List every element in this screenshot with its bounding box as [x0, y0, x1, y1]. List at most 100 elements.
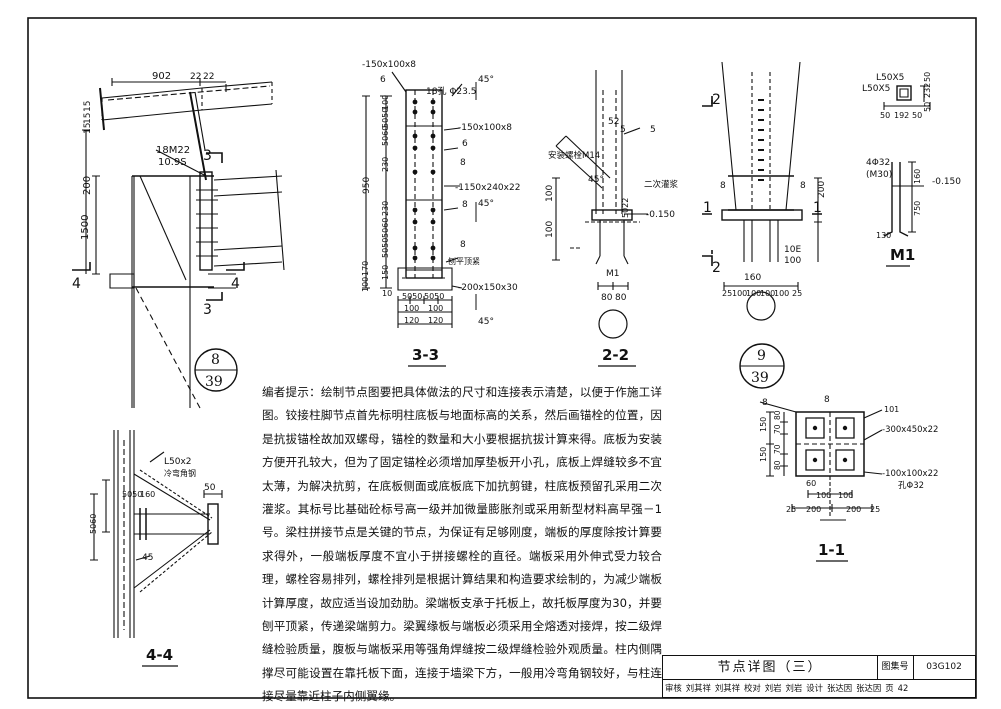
s33-weld-1: 6: [380, 75, 386, 85]
s11-dim-70b: 70: [773, 444, 782, 454]
elev-sec-4-left: 4: [72, 276, 81, 292]
s11-dim-150a: 150: [759, 417, 768, 432]
atlas-label: 图集号: [877, 656, 914, 679]
page-number: 42: [897, 683, 909, 693]
m1-dim-50b: 50: [923, 102, 932, 112]
elev-dim-22b: 22: [203, 72, 214, 82]
s11-dim-25a: 25: [786, 505, 796, 514]
section-3-3-bolts: [412, 99, 436, 261]
section-2-2: [552, 70, 648, 339]
s33-row-1: 5050: [381, 108, 390, 128]
base-sec-2-top: 2: [712, 92, 721, 108]
base-dim-100d: 100: [774, 289, 789, 298]
s33-end-plate: -1150x240x22: [455, 183, 520, 193]
s33-row-12: 170: [361, 261, 370, 276]
s22-title: 2-2: [602, 346, 629, 364]
m1-dim-232: 232: [923, 83, 932, 98]
m1-elev: -0.150: [932, 177, 961, 187]
signoff-design-sign: 张达因: [856, 683, 882, 693]
s11-dim-200a: 200: [806, 505, 821, 514]
s33-plate-mid: -150x100x8: [458, 123, 512, 133]
editor-note: 编者提示：绘制节点图要把具体做法的尺寸和连接表示清楚，以便于作施工详图。铰接柱脚…: [262, 385, 662, 704]
page-label: 页: [885, 683, 894, 693]
signoff-design-name: 张达因: [827, 683, 853, 693]
s33-title: 3-3: [412, 346, 439, 364]
drawing-title: 节点详图（三）: [663, 656, 878, 679]
s44-angle-spec: L50x2: [164, 457, 192, 467]
signoff-check-sign: 刘岩: [785, 683, 803, 693]
base-weld-2: 8: [800, 181, 806, 191]
atlas-number: 03G102: [926, 662, 962, 672]
signoff-review-label: 审核: [665, 683, 682, 693]
elev-bubble-top: 8: [211, 352, 220, 368]
s22-dim-52: 52: [608, 117, 619, 127]
elev-dim-1500: 1500: [80, 215, 91, 240]
elev-dim-15b: 15: [83, 113, 93, 124]
base-dim-100c: 100: [760, 289, 775, 298]
signoff-check-label: 校对: [744, 683, 761, 693]
s44-angle-type: 冷弯角钢: [164, 468, 196, 478]
s11-title: 1-1: [818, 541, 845, 559]
base-dim-10e: 10E: [784, 245, 801, 255]
s11-dim-80a: 80: [773, 410, 782, 420]
signoff-review-name: 刘其祥: [685, 683, 711, 693]
s33-row-7: 230: [381, 201, 390, 216]
s33-weld-3: 8: [460, 158, 466, 168]
s33-bottom-6: 120: [404, 316, 419, 325]
base-sec-1-right: 1: [813, 200, 822, 216]
m1-title: M1: [890, 246, 915, 264]
elevation-view: [72, 78, 285, 409]
base-sec-2-bot: 2: [712, 260, 721, 276]
s33-row-8: 5060: [381, 218, 390, 238]
m1-dim-192: 192: [894, 111, 909, 120]
sheet-border: [27, 17, 977, 699]
m1-rod-size: (M30): [866, 170, 892, 180]
s11-dim-80b: 80: [773, 460, 782, 470]
s33-plate-top: -150x100x8: [362, 60, 416, 70]
s33-row-2: 5060: [381, 126, 390, 146]
s11-base-plate: -300x450x22: [882, 425, 938, 435]
section-3-3-labels: -150x100x8 -150x100x8 -1150x240x22 -200x…: [361, 60, 520, 364]
s33-weld-text: 刨平顶紧: [448, 256, 480, 266]
s33-row-6: 230: [381, 157, 390, 172]
elev-bolt-spec: 18M22: [156, 145, 190, 156]
base-sec-1-left: 1: [703, 200, 712, 216]
elev-sec-4-right: 4: [231, 276, 240, 292]
s22-dim-5a: 5: [650, 125, 656, 135]
elev-bubble-bottom: 39: [205, 374, 223, 390]
m1-dim-750: 750: [913, 201, 922, 216]
s44-dim-160: 160: [140, 490, 155, 499]
base-dim-100: 100: [784, 256, 801, 266]
s22-dim-80a: 80: [601, 293, 613, 303]
m1-dim-50c: 50: [880, 111, 890, 120]
s22-grout-note: 二次灌浆: [644, 179, 679, 190]
m1-dim-50d: 50: [912, 111, 922, 120]
m1-dim-50a: 50: [923, 72, 932, 82]
s22-dim-80b: 80: [615, 293, 627, 303]
section-4-4-labels: L50x2 冷弯角钢 50 5050 160 5060 45 4-4: [89, 457, 216, 664]
s33-row-11: 5050: [381, 238, 390, 258]
s33-row-14: 150: [381, 265, 390, 280]
s11-dim-60: 60: [806, 479, 816, 488]
s33-hole-spec: 18孔 Φ23.5: [426, 86, 476, 97]
m1-rod-spec: 4Φ32: [866, 158, 890, 168]
s33-bottom-2: 10: [382, 289, 392, 298]
s33-row-0: 100: [381, 95, 390, 110]
elev-dim-15a: 15: [83, 101, 93, 112]
s11-hole: 孔Φ32: [898, 481, 924, 491]
column-base-labels: 2 2 1 1 8 8 200 10E 100 160 25 100 100 1…: [703, 92, 827, 386]
s33-row-13: 100: [361, 277, 370, 292]
s11-dim-200b: 200: [846, 505, 861, 514]
s11-washer-plate: -100x100x22: [882, 469, 938, 479]
elev-dim-22a: 22: [190, 72, 201, 82]
s11-dim-100a: 100: [816, 491, 831, 500]
s22-dim-100b: 100: [545, 221, 555, 238]
section-2-2-labels: 5 5 52 45° 5022 -0.150 100 100 80 80 M1 …: [545, 117, 679, 364]
s11-dim-150b: 150: [759, 447, 768, 462]
s22-dim-5022: 5022: [621, 198, 630, 218]
base-dim-200: 200: [817, 181, 827, 198]
elev-sec-3-top: 3: [203, 148, 212, 164]
anchor-m1-labels: L50X5 L50X5 50 232 50 50 192 50 4Φ32 (M3…: [862, 72, 961, 264]
